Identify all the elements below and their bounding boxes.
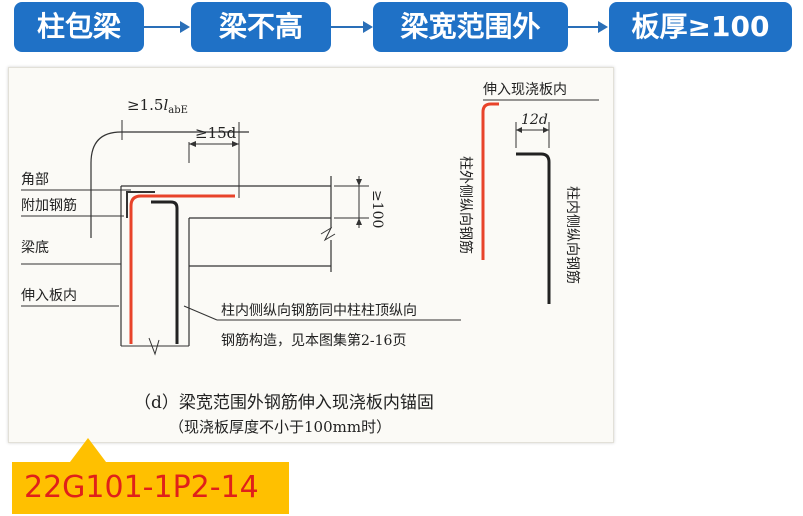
right-outer-bar-highlight [481, 102, 499, 260]
right-inner-bar [516, 152, 551, 304]
step-outside-beam-width: 梁宽范围外 [373, 2, 568, 52]
process-flow: 柱包梁 梁不高 梁宽范围外 板厚≥100 [0, 0, 803, 60]
callout-pointer [70, 438, 106, 462]
step-column-wraps-beam: 柱包梁 [14, 2, 144, 52]
corner-extra-bar [126, 191, 155, 218]
flow-arrow-2 [331, 21, 373, 33]
dim-arrowhead [232, 141, 239, 147]
dim-anchor: ≥1.5labE [127, 96, 188, 116]
label-into-slab: 伸入板内 [21, 288, 77, 304]
step-beam-not-high: 梁不高 [191, 2, 331, 52]
dim-arrowhead [189, 141, 196, 147]
inner-column-bar [151, 200, 179, 344]
detail-drawing: ≥1.5labE ≥15d 角部 附加钢筋 梁底 伸入板内 [21, 82, 599, 436]
flow-arrow-1 [144, 21, 190, 33]
label-corner: 角部 [21, 172, 49, 188]
dim-arrowhead [356, 179, 362, 186]
anchor-length-guide [90, 131, 249, 238]
note-leader [183, 305, 218, 321]
label-outer-longitudinal-bar: 柱外侧纵向钢筋 [457, 156, 474, 254]
break-symbol [320, 226, 336, 242]
dim-12d: 12d [521, 112, 548, 128]
label-extra-bar: 附加钢筋 [21, 197, 77, 214]
label-beam-bottom: 梁底 [21, 240, 49, 256]
column-break-symbol [148, 337, 160, 356]
dim-15d: ≥15d [195, 124, 237, 142]
step-slab-thickness: 板厚≥100 [609, 2, 792, 52]
dim-100: ≥100 [369, 190, 385, 228]
note-line-2: 钢筋构造，见本图集第2-16页 [221, 332, 406, 349]
flow-arrow-3 [568, 21, 608, 33]
caption-line-1: （d）梁宽范围外钢筋伸入现浇板内锚固 [134, 393, 434, 413]
dim-arrowhead [543, 127, 549, 133]
caption-line-2: （现浇板厚度不小于100mm时） [169, 418, 391, 436]
outer-bar-highlight [129, 194, 235, 344]
dim-arrowhead [356, 218, 362, 225]
label-inner-longitudinal-bar: 柱内侧纵向钢筋 [564, 186, 581, 284]
label-into-cast-slab: 伸入现浇板内 [483, 82, 567, 98]
detail-drawing-panel: ≥1.5labE ≥15d 角部 附加钢筋 梁底 伸入板内 [8, 67, 614, 443]
note-line-1: 柱内侧纵向钢筋同中柱柱顶纵向 [221, 302, 417, 319]
atlas-reference-tag: 22G101-1P2-14 [12, 462, 289, 514]
dim-arrowhead [516, 127, 522, 133]
